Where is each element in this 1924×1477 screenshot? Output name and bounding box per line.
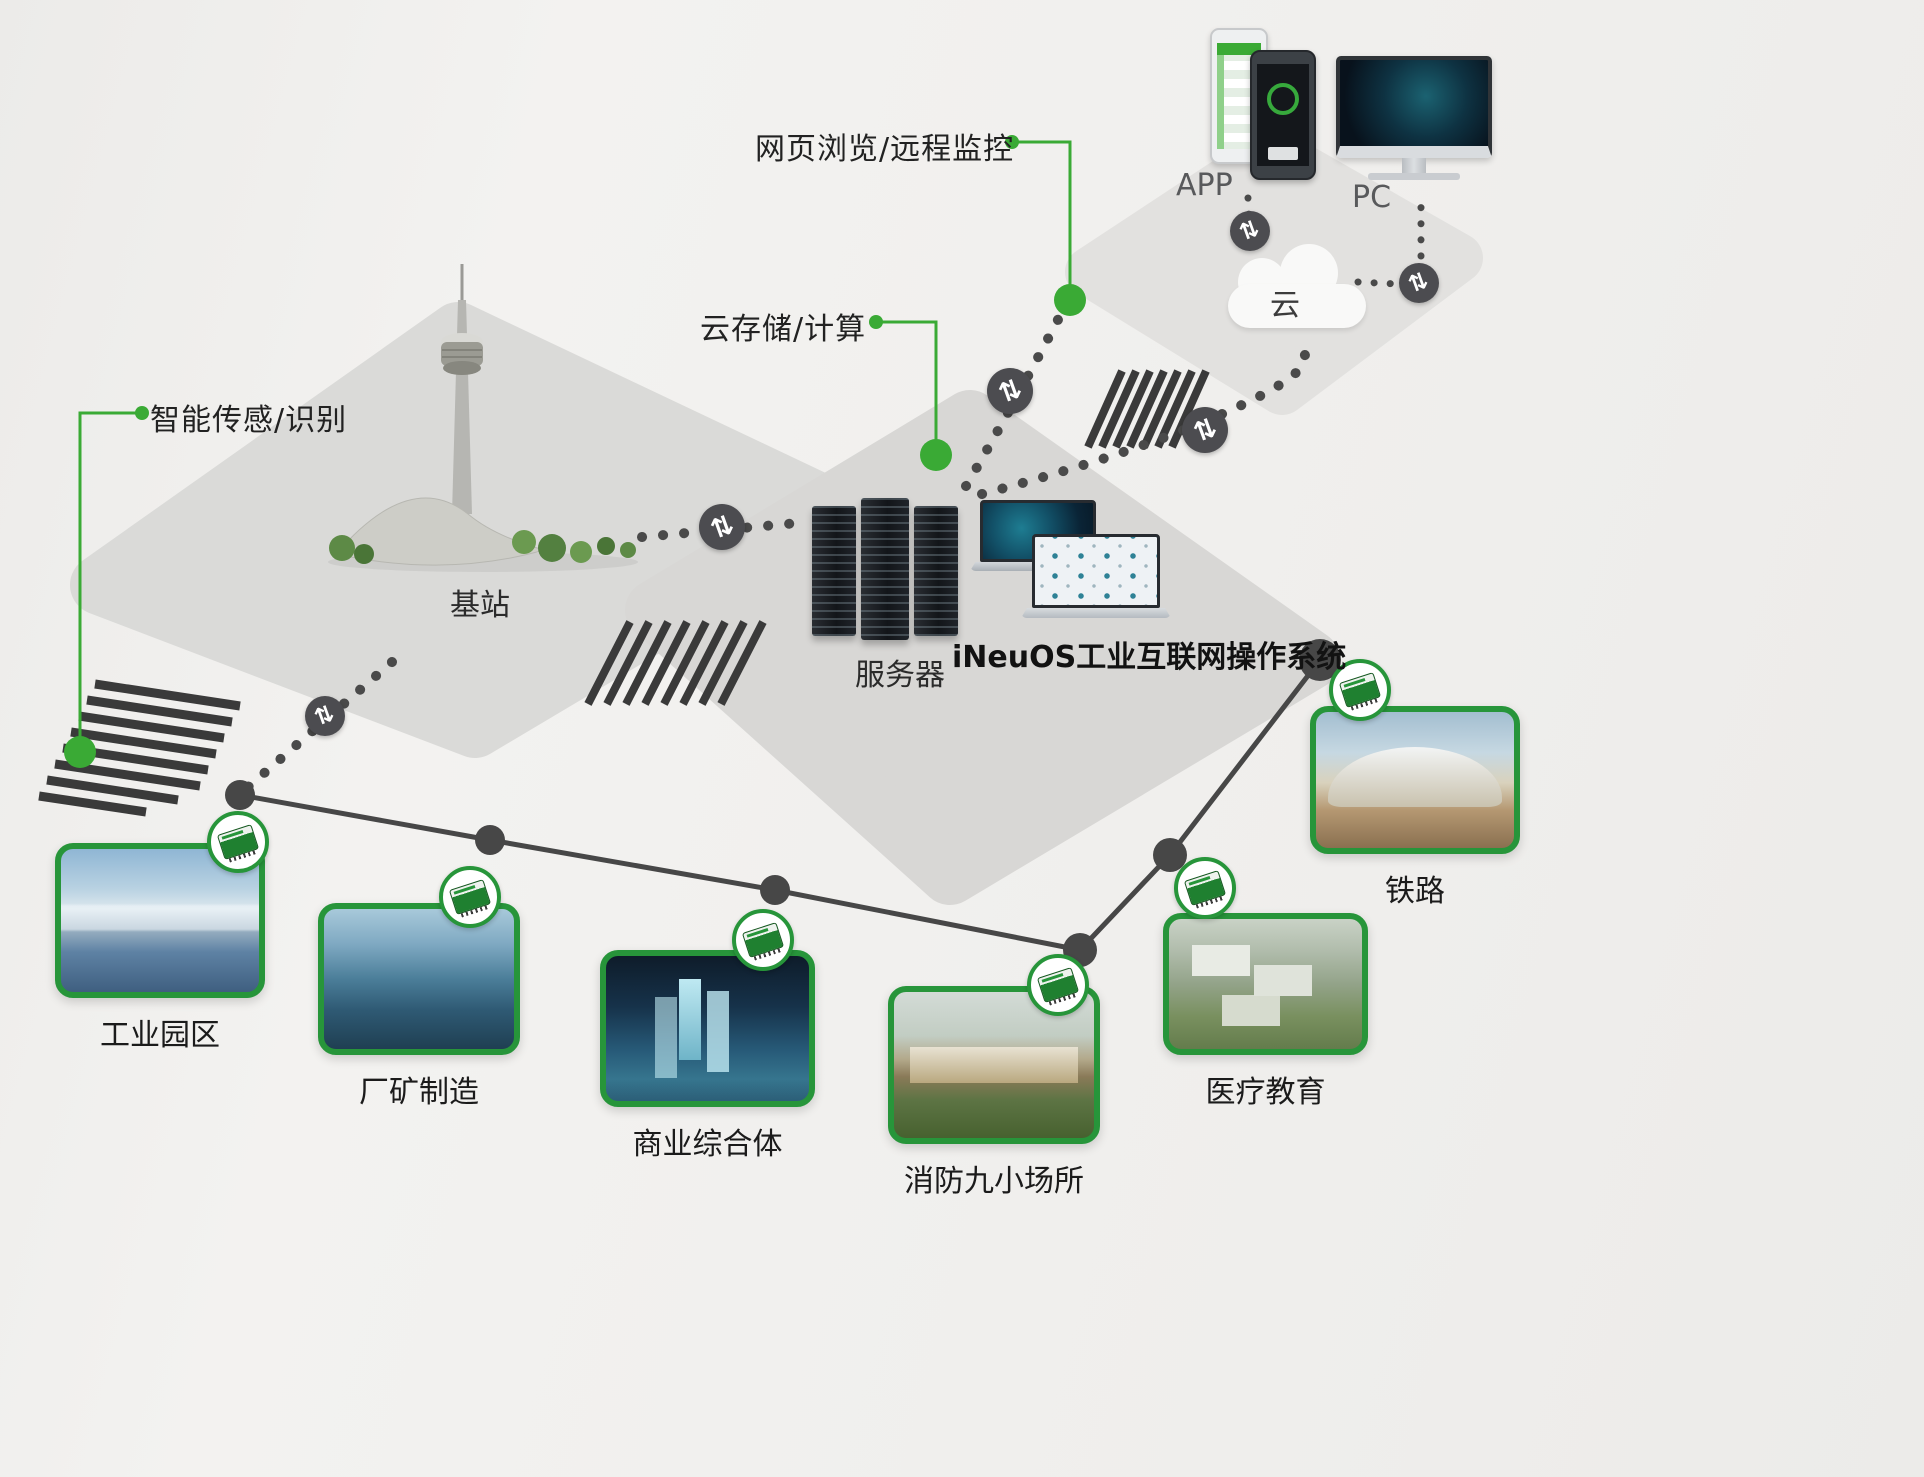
laptop-screen xyxy=(1032,534,1160,608)
site-photo xyxy=(1163,913,1368,1055)
server-rack-icon xyxy=(861,498,909,640)
monitor-screen xyxy=(1336,56,1492,158)
site-label: 医疗教育 xyxy=(1205,1075,1326,1110)
site-label: 工业园区 xyxy=(100,1018,220,1053)
transfer-arrows-glyph: ⇅ xyxy=(311,700,339,732)
server-rack-icon xyxy=(812,506,856,636)
site-card-railway: 铁路 xyxy=(1310,659,1520,910)
os-title: iNeuOS工业互联网操作系统 xyxy=(952,640,1347,675)
sensor-device-icon xyxy=(439,866,501,928)
transfer-arrows-glyph: ⇅ xyxy=(1189,411,1221,449)
server-rack-group xyxy=(812,494,962,650)
data-transfer-icon: ⇅ xyxy=(699,504,745,550)
site-photo xyxy=(600,950,815,1107)
transfer-arrows-glyph: ⇅ xyxy=(706,508,738,546)
sensor-device-icon xyxy=(1174,857,1236,919)
laptop-monitor-grid-icon xyxy=(1021,534,1171,618)
sensor-chip xyxy=(448,879,492,915)
base-station-label: 基站 xyxy=(450,588,510,623)
transfer-arrows-glyph: ⇅ xyxy=(1405,267,1433,299)
callout-cloud-compute: 云存储/计算 xyxy=(700,312,867,347)
data-transfer-icon: ⇅ xyxy=(305,696,345,736)
data-transfer-icon: ⇅ xyxy=(987,368,1033,414)
sensor-chip xyxy=(1036,967,1080,1003)
cloud-body xyxy=(1228,284,1366,328)
callout-leader-lines xyxy=(78,140,1072,750)
site-label: 厂矿制造 xyxy=(359,1075,479,1110)
data-transfer-icon: ⇅ xyxy=(1182,407,1228,453)
sensor-chip xyxy=(216,824,260,860)
callout-anchor-dots xyxy=(64,135,1086,768)
app-label: APP xyxy=(1176,168,1233,203)
data-transfer-icon: ⇅ xyxy=(1399,263,1439,303)
transfer-arrows-glyph: ⇅ xyxy=(1236,215,1264,247)
site-photo xyxy=(318,903,520,1055)
sensor-chip xyxy=(741,922,785,958)
cloud-icon: 云 xyxy=(1222,244,1372,336)
site-label: 铁路 xyxy=(1385,874,1445,909)
signal-hatch-marks-center xyxy=(584,620,767,706)
sensor-chip xyxy=(1338,672,1382,708)
callout-web-monitoring: 网页浏览/远程监控 xyxy=(755,132,1015,167)
data-transfer-icon: ⇅ xyxy=(1230,211,1270,251)
network-nodes xyxy=(225,639,1341,967)
site-label: 商业综合体 xyxy=(632,1127,783,1162)
dotted-data-links xyxy=(242,307,1310,793)
site-label: 消防九小场所 xyxy=(904,1164,1084,1199)
pc-monitor-icon xyxy=(1336,56,1492,180)
sensor-chip xyxy=(1183,870,1227,906)
site-card-factory-manufacturing: 厂矿制造 xyxy=(318,866,520,1111)
base-station-tower xyxy=(328,264,638,572)
site-card-industrial-park: 工业园区 xyxy=(55,811,269,1054)
site-card-medical-education: 医疗教育 xyxy=(1163,857,1368,1111)
site-card-fire-safety-venues: 消防九小场所 xyxy=(888,954,1100,1200)
site-card-commercial-complex: 商业综合体 xyxy=(600,909,815,1163)
sensor-device-icon xyxy=(1027,954,1089,1016)
cloud-label: 云 xyxy=(1270,288,1300,323)
callout-smart-sensing: 智能传感/识别 xyxy=(150,403,348,438)
sensor-device-icon xyxy=(207,811,269,873)
site-photo xyxy=(1310,706,1520,854)
transfer-arrows-glyph: ⇅ xyxy=(994,372,1026,410)
server-rack-icon xyxy=(914,506,958,636)
phone-screen xyxy=(1257,64,1309,166)
monitor-stand xyxy=(1402,158,1426,173)
smartphone-icon xyxy=(1250,50,1316,180)
monitor-base xyxy=(1368,173,1460,180)
sensor-device-icon xyxy=(732,909,794,971)
laptop-base xyxy=(1021,608,1171,618)
server-label: 服务器 xyxy=(855,658,945,693)
site-network-trunk-line xyxy=(239,658,1322,953)
sensor-device-icon xyxy=(1329,659,1391,721)
site-photo xyxy=(55,843,265,998)
pc-label: PC xyxy=(1352,180,1392,215)
